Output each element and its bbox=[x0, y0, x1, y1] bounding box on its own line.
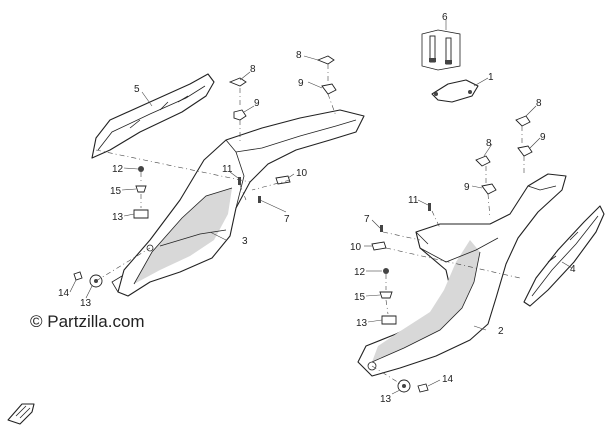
callout-3: 3 bbox=[242, 236, 248, 247]
right-upper-hardware bbox=[475, 115, 533, 219]
callout-14-right: 14 bbox=[442, 374, 454, 385]
right-small-fasteners bbox=[371, 203, 431, 251]
callout-11-right: 11 bbox=[408, 195, 419, 206]
callout-12-right: 12 bbox=[354, 267, 366, 278]
part-6-bolts bbox=[421, 29, 461, 71]
callout-8-right-lower: 8 bbox=[486, 138, 492, 149]
callout-8-left: 8 bbox=[250, 64, 256, 75]
part-3-left-side-cover bbox=[111, 109, 365, 297]
part-5-upper-panel bbox=[91, 73, 215, 159]
right-fastener-column bbox=[379, 268, 397, 325]
watermark-text: Partzilla.com bbox=[47, 312, 145, 331]
left-small-fasteners bbox=[238, 175, 291, 203]
callout-15-left: 15 bbox=[110, 186, 122, 197]
callout-12-left: 12 bbox=[112, 164, 124, 175]
part-4-right-strip bbox=[523, 205, 605, 307]
part-1-bracket bbox=[431, 79, 479, 103]
callout-13-left-lower: 13 bbox=[80, 298, 92, 309]
left-upper-hardware bbox=[228, 77, 247, 142]
callout-15-right: 15 bbox=[354, 292, 366, 303]
callout-9-left: 9 bbox=[254, 98, 260, 109]
callout-14-left: 14 bbox=[58, 288, 70, 299]
left-assembly-lines bbox=[95, 149, 291, 282]
callout-4: 4 bbox=[570, 264, 576, 275]
left-bottom-hardware bbox=[73, 271, 103, 288]
callout-9-right-upper: 9 bbox=[540, 132, 546, 143]
callout-5: 5 bbox=[134, 84, 140, 95]
callout-8-right-upper: 8 bbox=[536, 98, 542, 109]
callout-9-center: 9 bbox=[298, 78, 304, 89]
part-2-right-side-cover bbox=[357, 173, 567, 377]
callout-10-right: 10 bbox=[350, 242, 362, 253]
callout-8-center: 8 bbox=[296, 50, 302, 61]
leader-lines bbox=[69, 20, 573, 395]
callout-10-left: 10 bbox=[296, 168, 308, 179]
callout-2: 2 bbox=[498, 326, 504, 337]
callout-11-left: 11 bbox=[222, 164, 233, 175]
callout-13-right-lower: 13 bbox=[380, 394, 392, 405]
callout-1: 1 bbox=[488, 72, 494, 83]
callout-6: 6 bbox=[442, 12, 448, 23]
right-assembly-lines bbox=[382, 210, 521, 279]
callout-labels: 1 2 3 4 5 6 7 7 8 8 8 8 9 9 9 9 10 10 11… bbox=[58, 12, 576, 405]
callout-7-left: 7 bbox=[284, 214, 290, 225]
callout-9-right-lower: 9 bbox=[464, 182, 470, 193]
right-bottom-hardware bbox=[371, 365, 429, 393]
callout-7-right: 7 bbox=[364, 214, 370, 225]
orientation-arrow-icon bbox=[7, 403, 35, 425]
callout-13-right-upper: 13 bbox=[356, 318, 368, 329]
left-fastener-column bbox=[133, 166, 149, 219]
right-center-hardware bbox=[316, 55, 337, 117]
copyright-symbol: © bbox=[30, 312, 43, 331]
callout-13-left-upper: 13 bbox=[112, 212, 124, 223]
watermark: © Partzilla.com bbox=[30, 312, 145, 332]
